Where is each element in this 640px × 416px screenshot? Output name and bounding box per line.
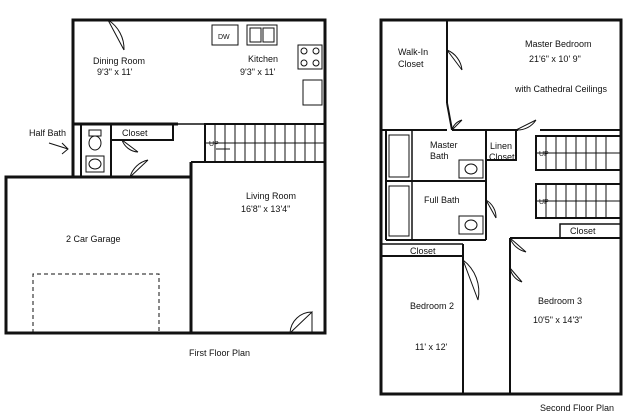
- bedroom3-door: [509, 237, 527, 253]
- dining-room-name: Dining Room: [93, 56, 145, 66]
- half-bath-sink-icon: [85, 155, 105, 173]
- linen-closet-label-1: Linen: [490, 141, 512, 151]
- second-floor-stairs-up-label-2: UP: [539, 199, 549, 206]
- second-floor-stairs-up-label-1: UP: [539, 151, 549, 158]
- dining-door-swing: [107, 19, 125, 51]
- closet-door: [121, 139, 139, 153]
- bedroom2-closet-label: Closet: [410, 246, 436, 256]
- refrigerator-icon: [302, 79, 323, 106]
- second-floor-plan: [379, 18, 623, 396]
- bedroom3-name: Bedroom 3: [538, 296, 582, 306]
- garage-entry-door: [129, 159, 149, 178]
- full-bath-sink-icon: [458, 215, 484, 235]
- walk-in-closet-label-1: Walk-In: [398, 47, 428, 57]
- half-bath-label: Half Bath: [29, 128, 66, 138]
- dining-room-size: 9'3" x 11': [97, 67, 133, 77]
- master-bath-sink-icon: [458, 159, 484, 179]
- second-floor-caption: Second Floor Plan: [540, 403, 614, 413]
- kitchen-sink-icon: [246, 24, 278, 46]
- first-floor-plan: [4, 18, 327, 335]
- kitchen-counter: [211, 24, 323, 106]
- master-bedroom-note: with Cathedral Ceilings: [514, 84, 608, 94]
- bedroom2-door: [462, 259, 480, 301]
- living-room-name: Living Room: [246, 191, 296, 201]
- walk-in-closet-door: [446, 49, 463, 71]
- first-floor-stairs-up-label: UP: [209, 141, 219, 148]
- full-bath-door: [485, 199, 497, 219]
- first-floor-caption: First Floor Plan: [189, 348, 250, 358]
- kitchen-size: 9'3" x 11': [240, 67, 276, 77]
- bedroom2-size: 11' x 12': [415, 342, 448, 352]
- full-bath-label: Full Bath: [424, 195, 460, 205]
- full-bath-tub-icon: [388, 185, 410, 237]
- bedroom3-entry-door: [509, 267, 523, 283]
- living-room-size: 16'8" x 13'4": [241, 204, 290, 214]
- master-bath-door: [451, 119, 463, 131]
- master-bath-tub-icon: [388, 134, 410, 178]
- bedroom3-closet-walls: [559, 223, 622, 239]
- garage-label: 2 Car Garage: [66, 234, 121, 244]
- linen-closet-label-2: Closet: [489, 152, 515, 162]
- garage-walls: [4, 175, 193, 335]
- stove-burner-icon: [300, 47, 308, 55]
- kitchen-name: Kitchen: [248, 54, 278, 64]
- second-floor-stairs: [535, 135, 622, 219]
- linen-closet-door: [515, 119, 537, 131]
- bedroom3-size: 10'5" x 14'3": [533, 315, 582, 325]
- first-floor-closet-label: Closet: [122, 128, 148, 138]
- garage-door-outline: [32, 273, 160, 333]
- master-bath-label-2: Bath: [430, 151, 449, 161]
- front-door-swing: [289, 310, 313, 334]
- master-bedroom-size: 21'6" x 10' 9": [529, 54, 581, 64]
- bedroom2-name: Bedroom 2: [410, 301, 454, 311]
- half-bath-arrow-icon: [48, 142, 69, 155]
- linen-closet-walls: [485, 129, 517, 161]
- bedroom3-closet-label: Closet: [570, 226, 596, 236]
- first-floor-closet-walls: [110, 123, 174, 141]
- master-bedroom-name: Master Bedroom: [525, 39, 592, 49]
- dishwasher-label: DW: [218, 34, 230, 41]
- walk-in-closet-label-2: Closet: [398, 59, 424, 69]
- master-bath-label-1: Master: [430, 140, 458, 150]
